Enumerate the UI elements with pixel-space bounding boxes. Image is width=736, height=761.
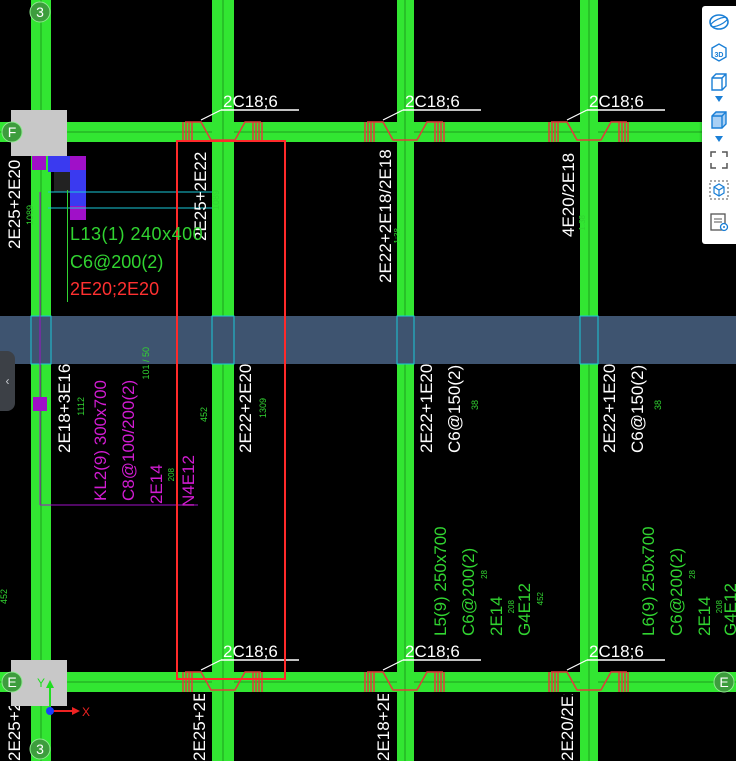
- top-rebar-label-text: 2C18;6: [589, 642, 644, 661]
- section-band: [0, 316, 736, 364]
- beam-col-b-mid-label: 2E22+2E20: [236, 363, 255, 453]
- beam-col-c-bottom-label: 2E18+2E18/2E18: [375, 694, 393, 761]
- beam-col-c-mid-label: 2E22+1E20: [417, 363, 436, 453]
- selection-rectangle[interactable]: [176, 140, 286, 680]
- l5-small1-label: 28: [480, 570, 489, 579]
- svg-text:Y: Y: [37, 676, 45, 690]
- dropdown-arrow-icon[interactable]: [707, 92, 731, 106]
- l13-rebar-label: 2E20;2E20: [70, 279, 160, 299]
- fullscreen-icon[interactable]: [707, 148, 731, 172]
- top-rebar-label-text: 2C18;6: [405, 92, 460, 111]
- beam-col-c-upper-small: 1:38: [393, 228, 402, 244]
- beam-col-d-mid-small: 38: [653, 400, 663, 411]
- rebar-joint-mark: [182, 671, 263, 692]
- beam-col-a-upper-small: 1089: [25, 205, 35, 226]
- axis-bubble-top-3: 3: [29, 1, 51, 23]
- beam-col-c-upper-label: 2E22+2E18/2E18: [376, 149, 395, 283]
- beam-col-b-bottom-label: 2E25+2E22: [191, 694, 209, 761]
- beam-col-a-mid-label: 2E18+3E16: [55, 363, 74, 453]
- l13-leader-vertical: [67, 190, 68, 302]
- l5-rebar-label: 2E14: [487, 596, 506, 636]
- l6-small1-label: 28: [688, 570, 697, 579]
- sphere-icon[interactable]: [707, 10, 731, 34]
- kl2-stirrup-label: C8@100/200(2): [119, 379, 138, 501]
- kl2-small-label: 208: [167, 468, 176, 482]
- band-beam-outlines: [30, 315, 599, 365]
- n4-label: N4E12: [179, 455, 198, 507]
- svg-text:3: 3: [36, 4, 44, 20]
- beam-col-c-mid-small: 38: [470, 400, 480, 411]
- svg-text:X: X: [82, 705, 90, 719]
- beam-col-b-mid-small: 1309: [258, 398, 268, 419]
- rebar-joint-mark: [548, 671, 629, 692]
- beam-col-d-upper-label: 4E20/2E18: [559, 152, 578, 237]
- top-rebar-label: 2C18;6: [566, 642, 665, 671]
- l5-waist-label: G4E12: [515, 583, 534, 636]
- 3d-view-icon[interactable]: 3D: [707, 40, 731, 64]
- beam-col-d-mid-label: 2E22+1E20: [600, 363, 619, 453]
- kl2-rebar-label: 2E14: [147, 464, 166, 504]
- report-icon[interactable]: [707, 210, 731, 234]
- rebar-joint-marks: [182, 121, 629, 692]
- top-rebar-label: 2C18;6: [382, 92, 481, 121]
- l5-stirrup-label: C6@200(2): [459, 547, 478, 636]
- chevron-left-icon: ‹: [5, 374, 10, 388]
- l13-stirrup-label: C6@200(2): [70, 252, 164, 272]
- top-rebar-label-text: 2C18;6: [223, 642, 278, 661]
- beam-col-b-upper-small: 1089: [211, 190, 221, 211]
- n4-small-label: 452: [199, 407, 209, 423]
- l6-name-label: L6(9) 250x700: [639, 526, 658, 636]
- l5-name-label: L5(9) 250x700: [431, 526, 450, 636]
- beam-col-a-left-small: 452: [0, 589, 9, 605]
- rebar-joint-mark: [364, 121, 445, 142]
- svg-text:E: E: [719, 674, 728, 690]
- axis-bubble-bottom-3: 3: [29, 738, 51, 760]
- dropdown-arrow-icon[interactable]: [707, 132, 731, 146]
- top-rebar-label-text: 2C18;6: [589, 92, 644, 111]
- l6-waist-label: G4E12: [722, 584, 736, 636]
- svg-text:3D: 3D: [715, 52, 724, 59]
- top-rebar-labels: 2C18;6 2C18;6 2C18;6 2C18;6 2C18;6 2C18;6: [200, 92, 665, 671]
- beam-col-a-bottom-label: 2E25+2E20: [6, 706, 24, 761]
- beam-l13-shape[interactable]: [32, 156, 86, 220]
- beam-col-d-bottom-label: 2E20/2E18: [559, 694, 577, 761]
- svg-text:F: F: [8, 124, 17, 140]
- rebar-joint-mark: [364, 671, 445, 692]
- ucs-axis-icon: Y X: [37, 676, 90, 719]
- beam-col-d-mid-stirrup: C6@150(2): [628, 364, 647, 453]
- top-rebar-label: 2C18;6: [566, 92, 665, 121]
- axis-bubble-row-f: F: [1, 121, 23, 143]
- top-rebar-label-text: 2C18;6: [405, 642, 460, 661]
- cube-select-icon[interactable]: [707, 178, 731, 202]
- beam-col-c-mid-stirrup: C6@150(2): [445, 364, 464, 453]
- l5-small3-label: 452: [536, 592, 545, 606]
- top-rebar-label-text: 2C18;6: [223, 92, 278, 111]
- leader-lines: [48, 191, 212, 209]
- side-panel-toggle[interactable]: ‹: [0, 351, 15, 411]
- top-rebar-label: 2C18;6: [382, 642, 481, 671]
- vertical-beams: [31, 0, 598, 761]
- beam-col-a-upper-label: 2E25+2E20: [5, 159, 24, 249]
- beam-col-a-mid-small: 1112: [76, 397, 86, 416]
- l6-stirrup-label: C6@200(2): [667, 547, 686, 636]
- l6-rebar-label: 2E14: [695, 596, 714, 636]
- view-toolbar: 3D: [702, 6, 736, 244]
- svg-text:E: E: [7, 674, 16, 690]
- rebar-joint-mark: [548, 121, 629, 142]
- box-view-icon[interactable]: [707, 70, 731, 94]
- axis-bubble-row-e-right: E: [713, 671, 735, 693]
- svg-text:3: 3: [36, 741, 44, 757]
- solid-cube-icon[interactable]: [707, 108, 731, 132]
- top-rebar-label: 2C18;6: [200, 92, 299, 121]
- dim-lines: [39, 192, 198, 506]
- l13-name-label: L13(1) 240x400: [70, 224, 204, 244]
- beam-col-d-upper-small: 1:38: [578, 215, 587, 231]
- kl2-name-label: KL2(9) 300x700: [91, 380, 110, 501]
- span-small-label: 101 / 50: [141, 347, 151, 380]
- axis-bubble-row-e: E: [1, 671, 23, 693]
